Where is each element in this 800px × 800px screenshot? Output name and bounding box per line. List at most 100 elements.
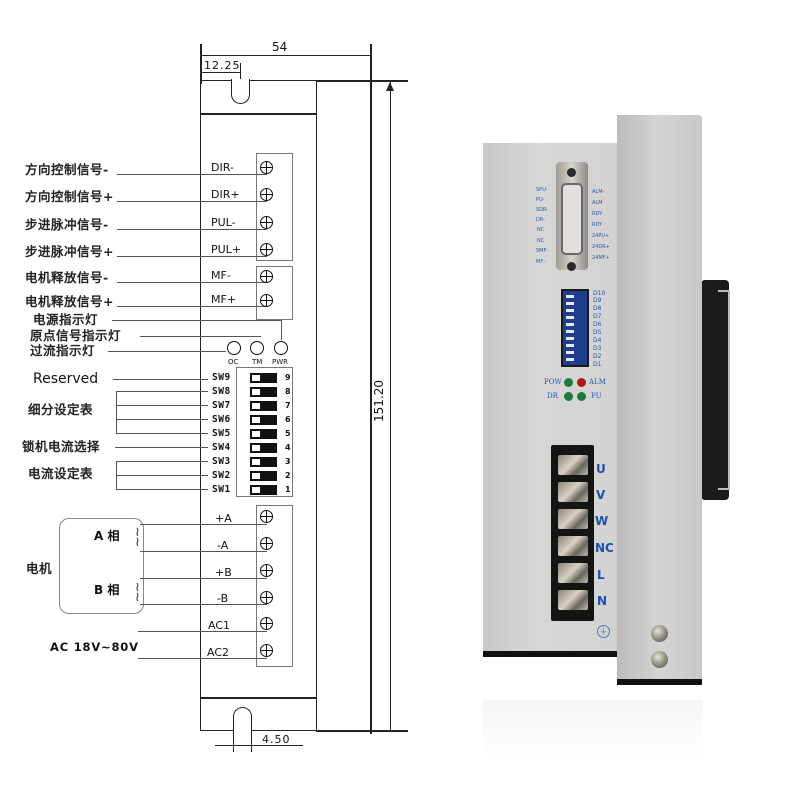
blue-dip-switch[interactable]	[561, 289, 589, 367]
reflection	[483, 700, 703, 760]
bracket-tick	[116, 419, 208, 420]
coil-b-icon: ≀≀	[135, 580, 140, 605]
mf-terminal-block	[256, 266, 293, 320]
sw-label: SW6	[212, 414, 231, 425]
terminal-screw-nc-icon	[558, 536, 588, 556]
sw-number: 7	[285, 401, 291, 410]
led-label-tm: TM	[252, 358, 263, 366]
pin-label: MF-	[536, 259, 545, 265]
screw-terminal-icon	[260, 537, 273, 550]
power-terminal-block	[256, 505, 293, 667]
sw-label: SW7	[212, 400, 231, 411]
pin-label: ALM	[592, 200, 603, 206]
dip-toggle	[250, 429, 277, 439]
led-label-pu: PU	[591, 392, 602, 400]
dip-label: D2	[593, 353, 602, 360]
signal-desc: 方向控制信号-	[25, 162, 109, 177]
screw-terminal-icon	[260, 617, 273, 630]
terminal-label-u: U	[596, 462, 606, 476]
ground-symbol-icon: ⏚	[597, 625, 610, 638]
wire	[140, 524, 267, 525]
dip-label: D4	[593, 337, 602, 344]
wire	[138, 631, 267, 632]
pin-label: AC2	[207, 646, 230, 659]
dip-switch-block	[236, 367, 293, 497]
motor-label: 电机	[26, 561, 53, 576]
dim-extension-right	[370, 44, 372, 734]
leader-power	[112, 320, 282, 321]
dimension-drawing: 54 12.25 151.20 4.50 方向控制信号- DIR- 方向控制信号…	[22, 41, 408, 752]
pin-label: DIR-	[211, 161, 234, 174]
dim-line-height	[390, 82, 392, 730]
dim-line-slot-offset	[201, 72, 241, 74]
screw-terminal-icon	[260, 644, 273, 657]
bracket-tick	[116, 475, 208, 476]
mount-screw-top-icon[interactable]	[651, 625, 668, 642]
led-alm-icon	[577, 378, 586, 387]
led-label-oc: OC	[228, 358, 239, 366]
side-flange-bottom-edge	[617, 679, 702, 685]
pin-label: PU-	[536, 197, 545, 203]
bracket-tick	[116, 489, 208, 490]
leader-line	[117, 282, 267, 283]
dim-tick-left	[233, 730, 235, 752]
pin-label: NC	[537, 238, 545, 244]
phase-b-label: B 相	[94, 583, 120, 597]
pin-label: PUL-	[211, 216, 236, 229]
bracket-tick	[116, 461, 208, 462]
side-flange	[617, 115, 702, 681]
bottom-flange-line	[200, 697, 317, 699]
led-pow-icon	[564, 378, 573, 387]
pin-label: MF-	[211, 269, 231, 282]
mount-screw-bottom-icon[interactable]	[651, 651, 668, 668]
dip-label: D8	[593, 305, 602, 312]
screw-terminal-icon	[260, 510, 273, 523]
dip-label: D7	[593, 313, 602, 320]
db15-screw-top-icon	[567, 168, 576, 177]
leader-power-drop	[281, 320, 282, 340]
signal-desc: 电机释放信号-	[25, 270, 109, 285]
dip-toggle	[250, 471, 277, 481]
pin-label: +B	[215, 566, 232, 579]
screw-terminal-icon	[260, 216, 273, 229]
dim-line-width	[201, 55, 370, 57]
led-tm-icon	[250, 341, 264, 355]
phase-a-label: A 相	[94, 529, 120, 543]
screw-terminal-icon	[260, 161, 273, 174]
leader-origin	[140, 336, 261, 337]
product-photo: SPU- PU- SDR- DR- NC NC SMF- MF- ALM- AL…	[440, 0, 800, 800]
sw-label: SW9	[212, 372, 231, 383]
terminal-label-w: W	[595, 514, 609, 528]
pin-label: AC1	[208, 619, 231, 632]
screw-terminal-icon	[260, 591, 273, 604]
screw-terminal-icon	[260, 243, 273, 256]
top-flange-line	[200, 113, 317, 115]
indicator-label-overcurrent: 过流指示灯	[30, 343, 96, 358]
dip-label: D9	[593, 297, 602, 304]
wire	[140, 578, 267, 579]
screw-terminal-icon	[260, 188, 273, 201]
leader-lock-current	[115, 447, 208, 448]
cooling-fan	[701, 280, 729, 500]
signal-desc: 电机释放信号+	[25, 294, 114, 309]
terminal-label-v: V	[596, 488, 606, 502]
group-label-reserved: Reserved	[33, 371, 99, 387]
dip-label: D1	[593, 361, 602, 368]
dip-toggle	[250, 443, 277, 453]
bracket-tick	[116, 433, 208, 434]
screw-terminal-icon	[260, 270, 273, 283]
mount-slot-top	[231, 79, 250, 104]
leader-overcurrent	[108, 351, 226, 352]
dim-slot-width-value: 4.50	[262, 733, 291, 746]
leader-reserved	[113, 379, 208, 380]
dip-toggle	[250, 373, 277, 383]
sw-number: 8	[285, 387, 291, 396]
dip-label: D3	[593, 345, 602, 352]
dim-height-value: 151.20	[372, 380, 386, 422]
sw-label: SW8	[212, 386, 231, 397]
pin-label: -B	[217, 592, 229, 605]
dip-toggle	[250, 457, 277, 467]
coil-a-icon: ≀≀	[135, 525, 140, 550]
sw-number: 3	[285, 457, 291, 466]
led-label-alm: ALM	[589, 378, 606, 386]
